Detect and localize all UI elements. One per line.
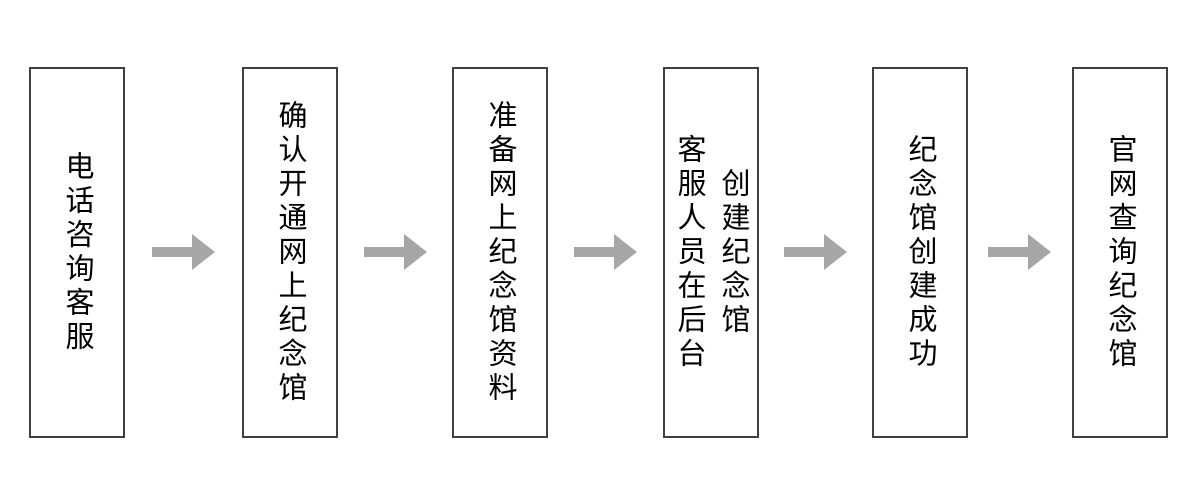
flow-step-box-1: 电话咨询客服 [29,67,125,438]
flow-step-box-2: 确认开通网上纪念馆 [242,67,338,438]
flow-step-label: 电话咨询客服 [61,150,93,355]
arrow-right-icon [784,234,847,270]
flow-step-box-6: 官网查询纪念馆 [1072,67,1168,438]
flow-step-label: 确认开通网上纪念馆 [274,99,306,406]
arrow-right-icon [152,234,215,270]
flow-step-label: 客服人员在后台 创建纪念馆 [673,133,749,372]
flow-step-label: 官网查询纪念馆 [1104,133,1136,372]
arrow-right-icon [364,234,427,270]
arrow-right-icon [988,234,1051,270]
flow-step-box-3: 准备网上纪念馆资料 [452,67,548,438]
flow-step-label: 纪念馆创建成功 [904,133,936,372]
flow-step-label: 准备网上纪念馆资料 [484,99,516,406]
flow-step-box-4: 客服人员在后台 创建纪念馆 [663,67,759,438]
flow-step-box-5: 纪念馆创建成功 [872,67,968,438]
arrow-right-icon [574,234,637,270]
